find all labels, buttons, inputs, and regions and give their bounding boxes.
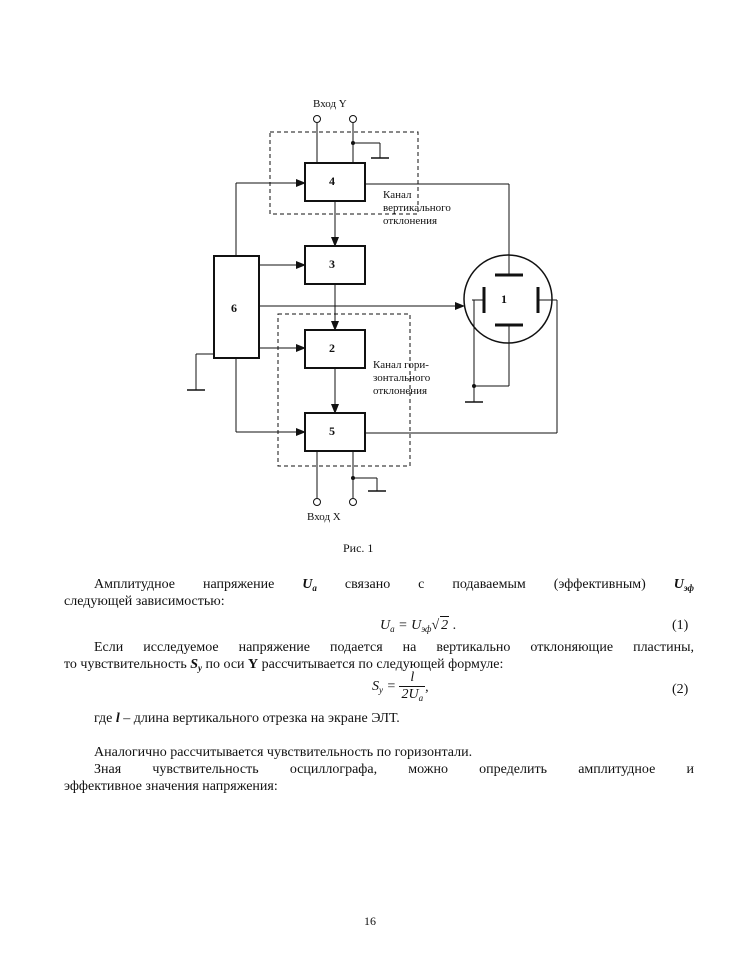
paragraph-4: Аналогично рассчитывается чувствительнос… xyxy=(94,745,473,760)
paragraph-1-line-2: следующей зависимостью: xyxy=(64,594,225,609)
block-6 xyxy=(213,255,260,359)
vertical-channel-label: Канал вертикального отклонения xyxy=(383,189,451,227)
block-5-label: 5 xyxy=(329,424,335,438)
paragraph-5-line-2: эффективное значения напряжения: xyxy=(64,779,278,794)
paragraph-5-line-1: Зная чувствительность осциллографа, можн… xyxy=(94,762,694,777)
input-y-label: Вход Y xyxy=(313,98,347,110)
block-1-label: 1 xyxy=(501,292,507,306)
block-diagram xyxy=(187,115,558,506)
block-4-label: 4 xyxy=(329,174,335,188)
input-x-label: Вход X xyxy=(307,511,341,523)
block-2-label: 2 xyxy=(329,341,335,355)
crt-tube xyxy=(463,254,553,344)
block-3-label: 3 xyxy=(329,257,335,271)
vertical-channel-frame xyxy=(269,131,419,215)
block-3 xyxy=(304,245,366,285)
equation-1-number: (1) xyxy=(672,618,689,633)
equation-2-number: (2) xyxy=(672,682,689,697)
page-number: 16 xyxy=(364,914,376,928)
horizontal-channel-frame xyxy=(277,313,411,467)
block-2 xyxy=(304,329,366,369)
figure-caption: Рис. 1 xyxy=(343,541,374,555)
block-4 xyxy=(304,162,366,202)
paragraph-3: где l – длина вертикального отрезка на э… xyxy=(94,711,400,726)
paragraph-2-line-1: Если исследуемое напряжение подается на … xyxy=(94,640,694,655)
paragraph-2-line-2: то чувствительность Sy по оси Y рассчиты… xyxy=(64,657,504,673)
block-6-label: 6 xyxy=(231,301,237,315)
paragraph-1-line-1: Амплитудное напряжение Ua связано с пода… xyxy=(94,577,694,593)
block-5 xyxy=(304,412,366,452)
equation-1: Ua = Uэф√2 . xyxy=(380,616,457,634)
horizontal-channel-label: Канал гори- зонтального отклонения xyxy=(373,359,431,397)
